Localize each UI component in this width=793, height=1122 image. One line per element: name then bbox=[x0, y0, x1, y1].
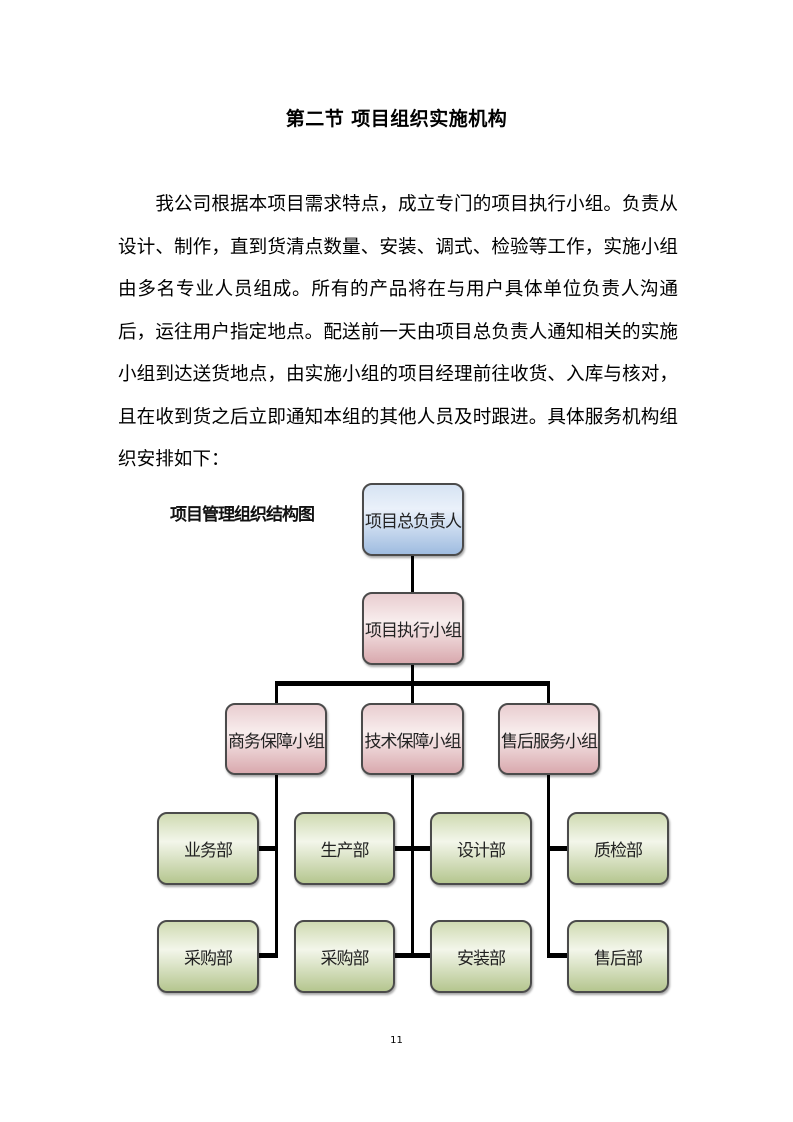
node-dept-design: 设计部 bbox=[430, 812, 532, 885]
node-business-support-group: 商务保障小组 bbox=[225, 703, 327, 775]
connector-exec-bar bbox=[411, 664, 414, 684]
node-project-lead: 项目总负责人 bbox=[362, 483, 464, 556]
node-dept-installation: 安装部 bbox=[430, 920, 532, 993]
paragraph-line: 织安排如下： bbox=[118, 449, 230, 470]
node-executive-group: 项目执行小组 bbox=[362, 592, 464, 665]
node-technical-support-group: 技术保障小组 bbox=[361, 703, 464, 775]
node-dept-purchasing-b: 采购部 bbox=[294, 920, 395, 993]
section-heading: 第二节 项目组织实施机构 bbox=[285, 108, 508, 130]
paragraph-line: 由多名专业人员组成。所有的产品将在与用户具体单位负责人沟通 bbox=[118, 279, 678, 300]
paragraph-line: 我公司根据本项目需求特点，成立专门的项目执行小组。负责从 bbox=[118, 194, 678, 215]
paragraph-line: 设计、制作，直到货清点数量、安装、调式、检验等工作，实施小组 bbox=[118, 236, 678, 258]
node-after-sales-group: 售后服务小组 bbox=[498, 703, 600, 775]
node-dept-production: 生产部 bbox=[294, 812, 395, 885]
connector-group-a-dept2 bbox=[257, 953, 278, 958]
connector-to-group-b bbox=[411, 681, 414, 704]
body-paragraph: 我公司根据本项目需求特点，成立专门的项目执行小组。负责从 设计、制作，直到货清点… bbox=[118, 184, 678, 482]
node-dept-quality-inspection: 质检部 bbox=[567, 812, 669, 885]
connector-to-group-c bbox=[547, 681, 550, 704]
connector-group-c-trunk bbox=[547, 774, 550, 957]
connector-to-group-a bbox=[275, 681, 278, 704]
connector-group-b-trunk bbox=[411, 774, 414, 957]
connector-group-a-trunk bbox=[275, 774, 278, 957]
node-dept-business: 业务部 bbox=[157, 812, 259, 885]
paragraph-line: 小组到达送货地点，由实施小组的项目经理前往收货、入库与核对， bbox=[118, 364, 678, 385]
connector-group-a-dept1 bbox=[257, 846, 278, 851]
node-dept-after-sales: 售后部 bbox=[567, 920, 669, 993]
connector-group-c-dept1 bbox=[547, 846, 568, 851]
node-dept-purchasing-a: 采购部 bbox=[157, 920, 259, 993]
connector-group-c-dept2 bbox=[547, 953, 568, 958]
page-number: 11 bbox=[390, 1035, 403, 1046]
org-chart-title: 项目管理组织结构图 bbox=[170, 505, 315, 525]
connector-group-b-left2 bbox=[394, 953, 431, 958]
connector-group-b-left1 bbox=[394, 846, 431, 851]
paragraph-line: 且在收到货之后立即通知本组的其他人员及时跟进。具体服务机构组 bbox=[118, 406, 678, 428]
connector-root-exec bbox=[411, 555, 414, 593]
paragraph-line: 后，运往用户指定地点。配送前一天由项目总负责人通知相关的实施 bbox=[118, 321, 678, 343]
